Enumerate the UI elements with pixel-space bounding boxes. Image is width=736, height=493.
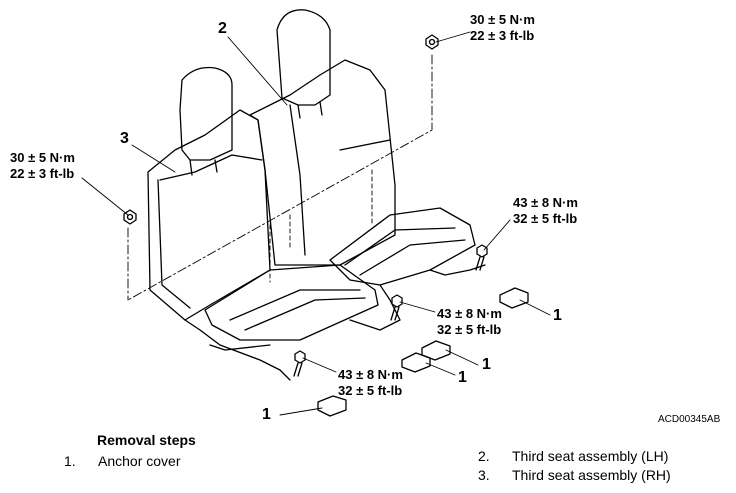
seat-rh-cushion [204, 264, 379, 341]
callout-3: 3 [120, 130, 129, 147]
figure-code: ACD00345AB [658, 414, 721, 425]
callout-1-lower: 1 [262, 406, 271, 423]
anchor-covers [317, 287, 529, 417]
seat-lh-cushion [329, 207, 476, 286]
callout-1-center: 1 [482, 356, 491, 373]
bolt-center [390, 294, 403, 321]
callout-1-mid: 1 [458, 369, 467, 386]
callout-1-right: 1 [553, 307, 562, 324]
bolt-lower [293, 350, 306, 377]
seat-illustration [81, 9, 551, 417]
alignment-lines [127, 54, 433, 301]
removal-steps-title: Removal steps [97, 432, 196, 448]
removal-step-1: 1.Anchor cover [64, 453, 181, 469]
removal-step-2: 2.Third seat assembly (LH) [478, 448, 669, 464]
seat-lh-headrest [276, 9, 331, 106]
nut-top [425, 34, 439, 50]
callout-2: 2 [218, 20, 227, 37]
seat-lh [249, 9, 486, 331]
seat-lh-backrest [249, 59, 396, 266]
leader-lines [81, 31, 551, 416]
seat-rh [147, 66, 379, 381]
seat-rh-headrest [179, 66, 233, 161]
removal-step-3: 3.Third seat assembly (RH) [478, 467, 671, 483]
bolt-right [475, 244, 488, 271]
nut-left [123, 209, 137, 225]
